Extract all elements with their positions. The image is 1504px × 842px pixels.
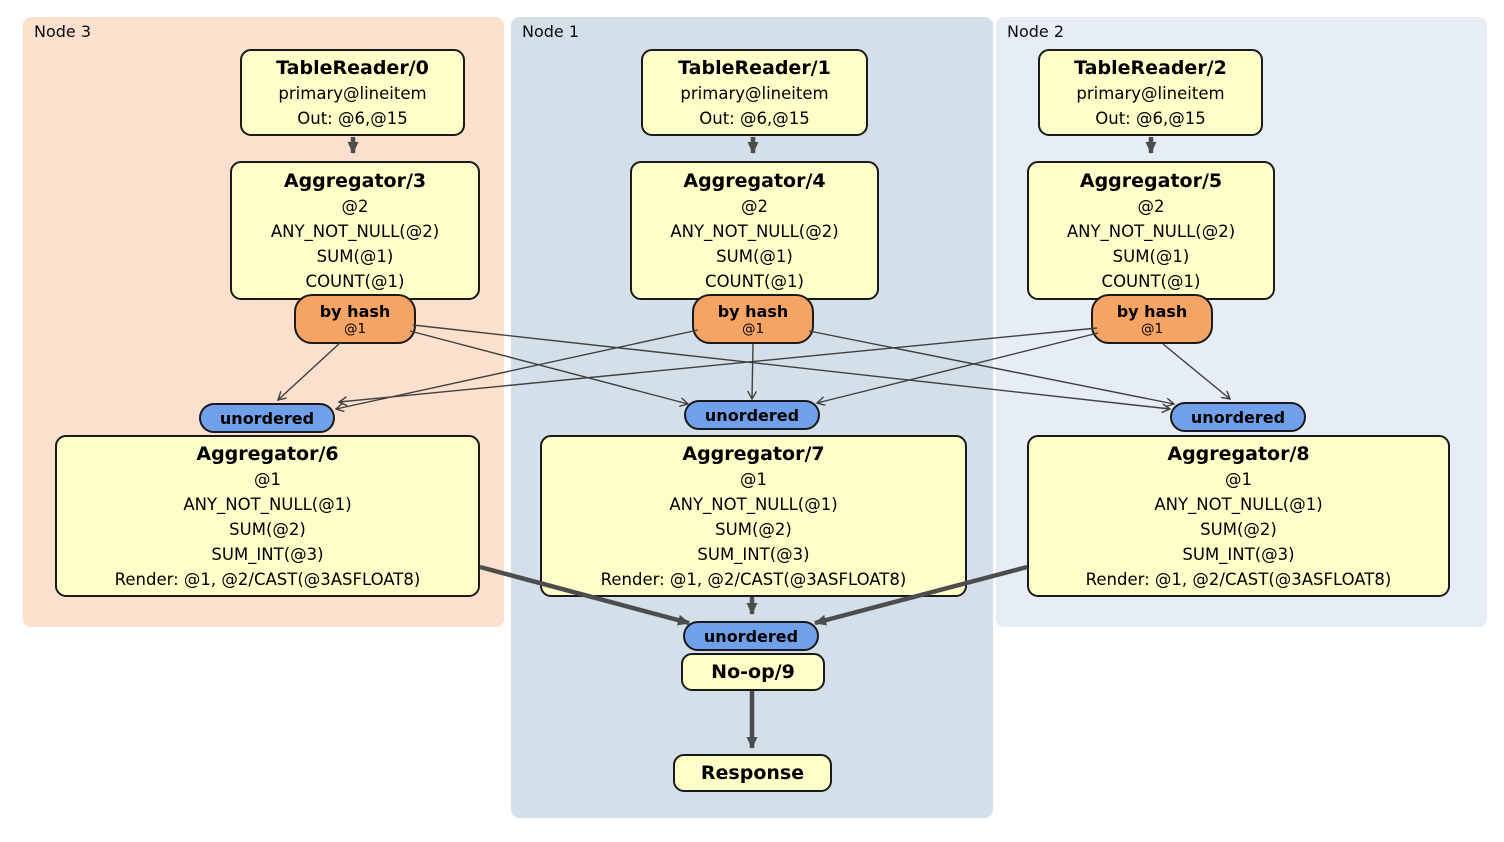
processor-tablereader-1: TableReader/1 primary@lineitem Out: @6,@… — [641, 49, 868, 136]
node-group-2-label: Node 2 — [1007, 22, 1065, 41]
processor-detail: Render: @1, @2/CAST(@3ASFLOAT8) — [1085, 569, 1392, 589]
processor-tablereader-2: TableReader/2 primary@lineitem Out: @6,@… — [1038, 49, 1263, 136]
processor-aggregator-4: Aggregator/4 @2 ANY_NOT_NULL(@2) SUM(@1)… — [630, 161, 879, 300]
processor-detail: Out: @6,@15 — [297, 108, 408, 128]
processor-response: Response — [673, 754, 832, 792]
router-label: by hash — [1116, 301, 1188, 321]
processor-detail: SUM(@2) — [715, 519, 792, 539]
processor-detail: Render: @1, @2/CAST(@3ASFLOAT8) — [600, 569, 907, 589]
processor-aggregator-7: Aggregator/7 @1 ANY_NOT_NULL(@1) SUM(@2)… — [540, 435, 967, 597]
router-by-hash-1: by hash @1 — [692, 294, 814, 344]
processor-title: TableReader/1 — [678, 56, 831, 79]
processor-detail: Render: @1, @2/CAST(@3ASFLOAT8) — [114, 569, 421, 589]
router-by-hash-0: by hash @1 — [294, 294, 416, 344]
processor-title: Aggregator/7 — [682, 442, 825, 465]
synchronizer-unordered-final: unordered — [683, 621, 819, 651]
processor-title: TableReader/2 — [1074, 56, 1227, 79]
node-group-1-label: Node 1 — [522, 22, 580, 41]
processor-detail: ANY_NOT_NULL(@2) — [270, 221, 440, 241]
node-group-3-label: Node 3 — [34, 22, 92, 41]
processor-detail: primary@lineitem — [680, 83, 829, 103]
processor-detail: SUM(@2) — [229, 519, 306, 539]
processor-detail: @1 — [254, 469, 281, 489]
processor-detail: ANY_NOT_NULL(@2) — [670, 221, 839, 241]
router-columns: @1 — [741, 320, 765, 337]
router-label: by hash — [717, 301, 789, 321]
processor-detail: ANY_NOT_NULL(@1) — [1154, 494, 1323, 514]
processor-detail: SUM(@1) — [316, 246, 394, 266]
processor-detail: @2 — [1137, 196, 1165, 216]
processor-detail: primary@lineitem — [1076, 83, 1225, 103]
processor-title: Response — [700, 762, 805, 784]
processor-tablereader-0: TableReader/0 primary@lineitem Out: @6,@… — [240, 49, 465, 136]
processor-detail: ANY_NOT_NULL(@1) — [183, 494, 352, 514]
processor-detail: @2 — [341, 196, 369, 216]
router-columns: @1 — [343, 320, 367, 337]
processor-detail: ANY_NOT_NULL(@1) — [669, 494, 838, 514]
processor-detail: SUM_INT(@3) — [1182, 544, 1295, 564]
processor-detail: SUM(@2) — [1200, 519, 1277, 539]
processor-detail: COUNT(@1) — [305, 271, 405, 291]
processor-title: Aggregator/6 — [196, 442, 339, 465]
processor-title: Aggregator/5 — [1079, 169, 1223, 192]
processor-detail: SUM(@1) — [716, 246, 793, 266]
synchronizer-unordered-node1: unordered — [684, 400, 820, 430]
processor-detail: COUNT(@1) — [1101, 271, 1201, 291]
processor-title: Aggregator/8 — [1167, 442, 1310, 465]
processor-noop-9: No-op/9 — [681, 653, 825, 691]
processor-title: No-op/9 — [711, 661, 795, 683]
processor-aggregator-3: Aggregator/3 @2 ANY_NOT_NULL(@2) SUM(@1)… — [230, 161, 480, 300]
processor-detail: SUM_INT(@3) — [697, 544, 810, 564]
processor-detail: Out: @6,@15 — [699, 108, 810, 128]
processor-detail: @1 — [740, 469, 767, 489]
processor-detail: ANY_NOT_NULL(@2) — [1066, 221, 1236, 241]
processor-title: TableReader/0 — [276, 56, 429, 79]
processor-detail: SUM_INT(@3) — [211, 544, 324, 564]
processor-aggregator-5: Aggregator/5 @2 ANY_NOT_NULL(@2) SUM(@1)… — [1027, 161, 1275, 300]
processor-detail: SUM(@1) — [1112, 246, 1190, 266]
processor-detail: @1 — [1225, 469, 1252, 489]
synchronizer-unordered-node3: unordered — [199, 403, 335, 433]
router-columns: @1 — [1140, 320, 1164, 337]
processor-detail: @2 — [741, 196, 768, 216]
router-by-hash-2: by hash @1 — [1091, 294, 1213, 344]
processor-title: Aggregator/3 — [283, 169, 427, 192]
processor-aggregator-8: Aggregator/8 @1 ANY_NOT_NULL(@1) SUM(@2)… — [1027, 435, 1450, 597]
processor-detail: primary@lineitem — [278, 83, 427, 103]
processor-detail: Out: @6,@15 — [1095, 108, 1206, 128]
processor-title: Aggregator/4 — [683, 169, 826, 192]
router-label: by hash — [319, 301, 391, 321]
processor-aggregator-6: Aggregator/6 @1 ANY_NOT_NULL(@1) SUM(@2)… — [55, 435, 480, 597]
synchronizer-unordered-node2: unordered — [1170, 402, 1306, 432]
processor-detail: COUNT(@1) — [705, 271, 804, 291]
